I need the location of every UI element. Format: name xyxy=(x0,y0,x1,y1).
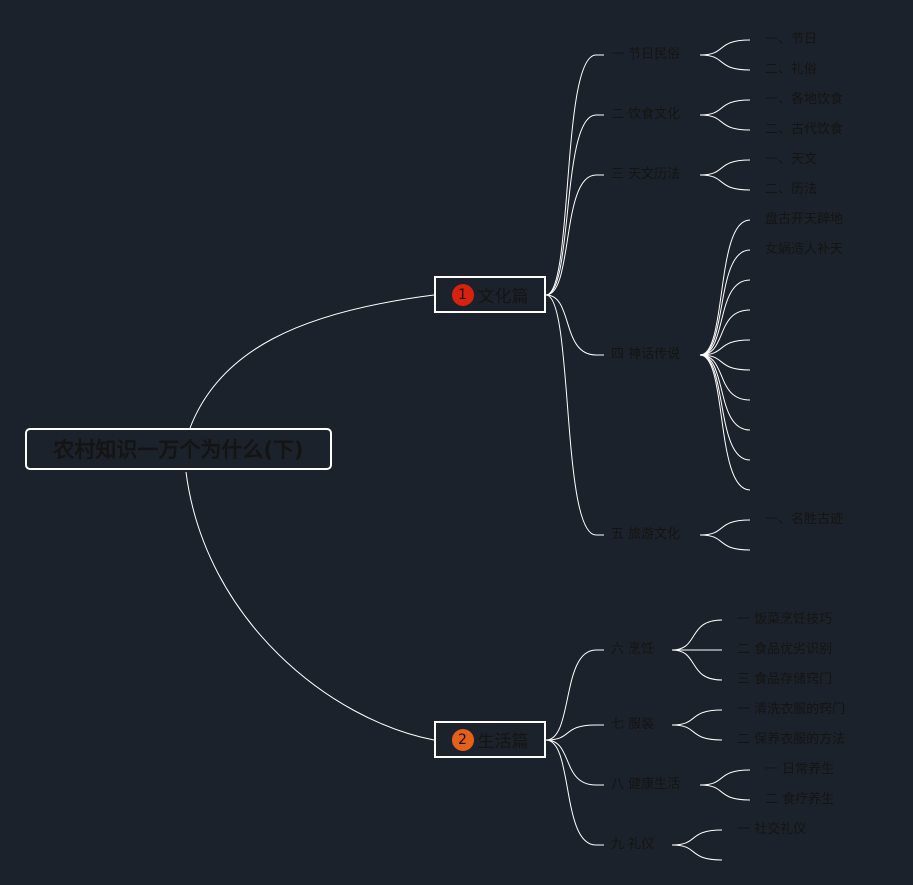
topic-0-2[interactable]: 三 天文历法 xyxy=(611,167,681,182)
topic-0-3-child-2-line xyxy=(699,279,751,356)
branch-life[interactable]: 2 生活篇 xyxy=(434,721,546,758)
branch-0-topic-3-line xyxy=(545,294,597,356)
subtopic-1-1-1[interactable]: 二 保养衣服的方法 xyxy=(737,732,846,747)
topic-1-1[interactable]: 七 服装 xyxy=(611,717,655,732)
branch-culture-label: 文化篇 xyxy=(477,287,529,307)
topic-0-3-child-9-line xyxy=(699,354,751,491)
topic-1-3-child-0-line xyxy=(671,829,723,846)
topic-0-4-child-0-line xyxy=(699,519,751,536)
topic-1-2-child-1-line xyxy=(699,784,751,801)
root-node[interactable]: 农村知识一万个为什么(下) xyxy=(25,428,332,470)
root-to-culture-line xyxy=(189,294,435,429)
priority-1-icon: 1 xyxy=(451,283,474,306)
branch-0-topic-0-line xyxy=(545,54,597,296)
topic-1-2[interactable]: 八 健康生活 xyxy=(611,777,681,792)
topic-0-3-child-0-line xyxy=(699,219,751,356)
subtopic-1-0-2[interactable]: 三 食品存储窍门 xyxy=(737,672,833,687)
branch-life-label: 生活篇 xyxy=(477,732,529,752)
topic-0-0[interactable]: 一 节日民俗 xyxy=(611,47,681,62)
branch-0-topic-2-line xyxy=(545,174,597,296)
branch-1-topic-0-line xyxy=(545,649,597,741)
topic-0-3-child-1-line xyxy=(699,249,751,356)
topic-0-4[interactable]: 五 旅游文化 xyxy=(611,527,681,542)
subtopic-1-2-0[interactable]: 一 日常养生 xyxy=(765,762,835,777)
topic-1-3-child-1-line xyxy=(671,844,723,861)
subtopic-1-0-0[interactable]: 一 饭菜烹饪技巧 xyxy=(737,612,833,627)
subtopic-0-4-0[interactable]: 一、名胜古迹 xyxy=(765,512,844,527)
topic-1-3[interactable]: 九 礼仪 xyxy=(611,837,655,852)
branch-0-topic-4-line xyxy=(545,294,597,536)
subtopic-0-1-0[interactable]: 一、各地饮食 xyxy=(765,92,844,107)
subtopic-0-2-0[interactable]: 一、天文 xyxy=(765,152,818,167)
subtopic-0-3-1[interactable]: 女娲造人补天 xyxy=(765,242,844,257)
subtopic-1-3-0[interactable]: 一 社交礼仪 xyxy=(737,822,807,837)
root-to-life-line xyxy=(185,471,435,741)
subtopic-0-0-0[interactable]: 一、节日 xyxy=(765,32,818,47)
topic-0-3-child-4-line xyxy=(699,339,751,356)
topic-1-2-child-0-line xyxy=(699,769,751,786)
subtopic-1-0-1[interactable]: 二 食品优劣识别 xyxy=(737,642,833,657)
topic-0-3-child-6-line xyxy=(699,354,751,401)
topic-1-1-child-0-line xyxy=(671,709,723,726)
topic-0-2-child-1-line xyxy=(699,174,751,191)
branch-culture[interactable]: 1 文化篇 xyxy=(434,276,546,313)
subtopic-0-3-0[interactable]: 盘古开天辟地 xyxy=(765,212,844,227)
subtopic-0-1-1[interactable]: 二、古代饮食 xyxy=(765,122,844,137)
subtopic-1-2-1[interactable]: 二 食疗养生 xyxy=(765,792,835,807)
root-label: 农村知识一万个为什么(下) xyxy=(53,438,304,462)
topic-1-1-child-1-line xyxy=(671,724,723,741)
subtopic-0-0-1[interactable]: 二、礼俗 xyxy=(765,62,818,77)
topic-0-1-child-0-line xyxy=(699,99,751,116)
topic-0-0-child-0-line xyxy=(699,39,751,56)
topic-0-3-child-5-line xyxy=(699,354,751,371)
topic-0-2-child-0-line xyxy=(699,159,751,176)
topic-1-0[interactable]: 六 烹饪 xyxy=(611,642,655,657)
branch-1-topic-2-line xyxy=(545,739,597,786)
topic-0-1[interactable]: 二 饮食文化 xyxy=(611,107,681,122)
topic-0-0-child-1-line xyxy=(699,54,751,71)
topic-0-3[interactable]: 四 神话传说 xyxy=(611,347,681,362)
priority-2-icon: 2 xyxy=(451,728,474,751)
branch-0-topic-1-line xyxy=(545,114,597,296)
subtopic-1-1-0[interactable]: 一 清洗衣服的窍门 xyxy=(737,702,846,717)
branch-1-topic-3-line xyxy=(545,739,597,846)
topic-0-4-child-1-line xyxy=(699,534,751,551)
topic-0-3-child-7-line xyxy=(699,354,751,431)
topic-1-0-child-2-line xyxy=(671,649,723,681)
topic-1-0-child-0-line xyxy=(671,619,723,651)
subtopic-0-2-1[interactable]: 二、历法 xyxy=(765,182,818,197)
topic-0-3-child-3-line xyxy=(699,309,751,356)
topic-0-1-child-1-line xyxy=(699,114,751,131)
branch-1-topic-1-line xyxy=(545,724,597,741)
topic-0-3-child-8-line xyxy=(699,354,751,461)
